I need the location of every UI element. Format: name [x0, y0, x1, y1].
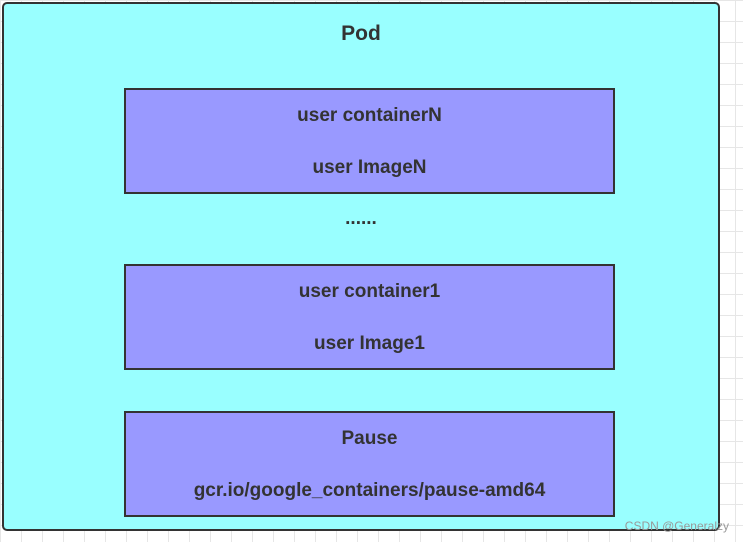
container-box-user-containerN: user containerN user ImageN [124, 88, 615, 194]
container-image: gcr.io/google_containers/pause-amd64 [193, 480, 546, 501]
ellipsis-text: ...... [345, 208, 377, 229]
container-name: user containerN [297, 105, 442, 126]
watermark: CSDN @Generalzy [624, 519, 729, 533]
container-image: user ImageN [312, 157, 427, 178]
container-box-pause: Pause gcr.io/google_containers/pause-amd… [124, 411, 615, 517]
container-image: user Image1 [314, 333, 425, 354]
pod-box: Pod user containerN user ImageN ...... u… [2, 2, 720, 531]
container-name: Pause [341, 428, 398, 449]
pod-title: Pod [341, 22, 381, 45]
container-name: user container1 [298, 281, 441, 302]
container-box-user-container1: user container1 user Image1 [124, 264, 615, 370]
